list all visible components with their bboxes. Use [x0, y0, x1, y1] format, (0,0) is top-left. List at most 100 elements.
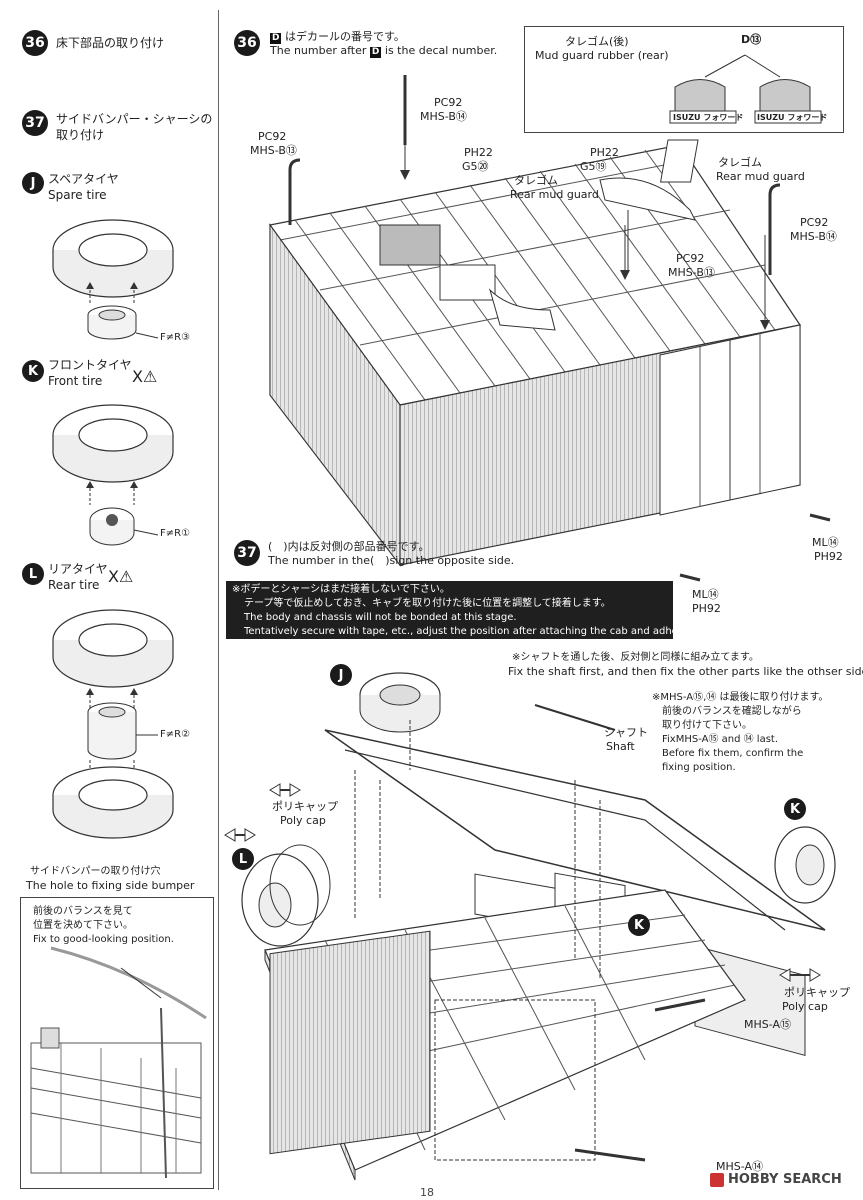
shaft-note-en: Fix the shaft first, and then fix the ot…: [508, 665, 863, 678]
watermark-logo-icon: [710, 1172, 724, 1187]
mud-guard-decals: [669, 54, 822, 124]
mhsa-note-5: Before fix them, confirm the: [662, 748, 804, 759]
shaft-label-en: Shaft: [606, 740, 635, 753]
label-pc92-a: PC92: [434, 96, 463, 109]
rear-tire-letter: L: [22, 563, 44, 585]
spare-tire-jp: スペアタイヤ: [48, 172, 119, 186]
polycap-right-jp: ポリキャップ: [784, 986, 850, 999]
inset-en: Fix to good-looking position.: [33, 934, 174, 945]
step-36-badge: 36: [22, 30, 48, 56]
warning-line-2: テープ等で仮止めしておき、キャブを取り付けた後に位置を調整して接着します。: [244, 598, 611, 609]
mhsa-note-2: 前後のバランスを確認しながら: [662, 706, 802, 717]
column-divider: [218, 10, 219, 1190]
front-tire-drawing: [52, 404, 174, 546]
opposite-note-en: The number in the( )sign the opposite si…: [268, 554, 515, 567]
watermark-text: HOBBY SEARCH: [728, 1172, 842, 1187]
mhsa-note-3: 取り付けて下さい。: [662, 720, 752, 731]
label-taregomu-1: タレゴム: [514, 174, 558, 187]
label-pc92-d: PC92: [676, 252, 705, 265]
rear-mud-guard-part: [599, 139, 699, 270]
letter-l: L: [232, 848, 254, 870]
label-mhsb14-c: MHS-B⑭: [790, 230, 837, 243]
label-ph92-b: PH92: [692, 602, 721, 615]
step-37-title-2: 取り付け: [56, 128, 105, 142]
decal-brand-2: ISUZU フォワード: [757, 113, 828, 122]
label-mhsb14-a: MHS-B⑭: [420, 110, 467, 123]
label-g5-20: G5⑳: [462, 160, 489, 173]
shaft-label-jp: シャフト: [604, 726, 648, 739]
front-tire-en: Front tire: [48, 374, 103, 388]
front-tire-part: F≠R①: [160, 528, 191, 539]
warning-line-1: ※ボデーとシャーシはまだ接着しないで下さい。: [232, 584, 450, 595]
front-tire-letter: K: [22, 360, 44, 382]
step-37-main-badge: 37: [234, 540, 260, 566]
bumper-hole-jp: サイドバンパーの取り付け穴: [30, 866, 161, 877]
label-g5-19: G5⑲: [580, 160, 607, 173]
page-number: 18: [420, 1186, 434, 1199]
label-pc92-c: PC92: [800, 216, 829, 229]
rear-tire-symbol: X⚠: [108, 567, 134, 586]
spare-tire-en: Spare tire: [48, 188, 107, 202]
label-mhsb13-d: MHS-B⑬: [668, 266, 715, 279]
callout-title-jp: タレゴム(後): [565, 35, 629, 48]
rear-tire-part: F≠R②: [160, 729, 191, 740]
label-taregomu-2: タレゴム: [718, 156, 762, 169]
decal-note-jp: D はデカールの番号です。: [270, 30, 405, 44]
bumper-inset-box: 前後のバランスを見て 位置を決めて下さい。 Fix to good-lookin…: [20, 897, 214, 1189]
warning-line-3: The body and chassis will not be bonded …: [244, 612, 517, 623]
label-ph22-b: PH22: [590, 146, 619, 159]
label-rear-mud-1: Rear mud guard: [510, 188, 599, 201]
decal-brand-1: ISUZU フォワード: [673, 113, 744, 122]
spare-tire-drawing: [52, 219, 174, 340]
rear-tire-en: Rear tire: [48, 578, 100, 592]
decal-note-jp-text: はデカールの番号です。: [284, 30, 405, 43]
letter-k-2: K: [628, 914, 650, 936]
letter-k-1: K: [784, 798, 806, 820]
rear-tire-jp: リアタイヤ: [48, 562, 108, 576]
front-tire-jp: フロントタイヤ: [48, 358, 132, 372]
step-37-title-1: サイドバンパー・シャーシの: [56, 112, 213, 126]
label-ph22-a: PH22: [464, 146, 493, 159]
chassis-assembly-drawing: [224, 672, 836, 1181]
shaft-note-jp: ※シャフトを通した後、反対側と同様に組み立てます。: [512, 652, 759, 663]
warning-box: ※ボデーとシャーシはまだ接着しないで下さい。 テープ等で仮止めしておき、キャブを…: [226, 581, 692, 639]
label-ml14-a: ML⑭: [812, 536, 839, 549]
label-pc92-b: PC92: [258, 130, 287, 143]
spare-tire-part: F≠R③: [160, 332, 191, 343]
rear-tire-drawing: [52, 609, 174, 839]
label-rear-mud-2: Rear mud guard: [716, 170, 805, 183]
step-36-main-badge: 36: [234, 30, 260, 56]
mhsa15-label: MHS-A⑮: [744, 1018, 791, 1031]
label-ph92-a: PH92: [814, 550, 843, 563]
mhsa14-label: MHS-A⑭: [716, 1160, 763, 1173]
step-36-title: 床下部品の取り付け: [56, 36, 165, 50]
decal-letter-badge-2: D: [369, 47, 382, 58]
polycap-left-jp: ポリキャップ: [272, 800, 338, 813]
decal-letter-badge: D: [270, 33, 282, 44]
callout-ref: D⑬: [741, 33, 762, 46]
inset-jp-2: 位置を決めて下さい。: [33, 920, 133, 931]
bumper-hole-en: The hole to fixing side bumper: [26, 879, 195, 892]
decal-note-en-text-2: is the decal number.: [384, 44, 498, 57]
letter-j: J: [330, 664, 352, 686]
warning-line-4: Tentatively secure with tape, etc., adju…: [244, 626, 692, 637]
polycap-right-en: Poly cap: [782, 1000, 828, 1013]
decal-note-en: The number after D is the decal number.: [270, 44, 497, 58]
container-body-drawing: [268, 75, 831, 582]
mud-guard-callout: タレゴム(後) Mud guard rubber (rear) D⑬ ISUZU…: [524, 26, 844, 133]
callout-title-en: Mud guard rubber (rear): [535, 49, 669, 62]
mhsa-note-4: FixMHS-A⑮ and ⑭ last.: [662, 734, 779, 745]
decal-note-en-text-1: The number after: [270, 44, 367, 57]
watermark: HOBBY SEARCH: [710, 1172, 842, 1187]
step-37-badge: 37: [22, 110, 48, 136]
mhsa-note-1: ※MHS-A⑮,⑭ は最後に取り付けます。: [652, 692, 829, 703]
inset-jp-1: 前後のバランスを見て: [33, 906, 133, 917]
label-mhsb13-b: MHS-B⑬: [250, 144, 297, 157]
opposite-note-jp: ( )内は反対側の部品番号です。: [268, 540, 430, 553]
polycap-left-en: Poly cap: [280, 814, 326, 827]
bumper-inset-drawing: [30, 946, 207, 1179]
spare-tire-letter: J: [22, 172, 44, 194]
mhsa-note-6: fixing position.: [662, 762, 736, 773]
label-ml14-b: ML⑭: [692, 588, 719, 601]
front-tire-symbol: X⚠: [132, 367, 158, 386]
